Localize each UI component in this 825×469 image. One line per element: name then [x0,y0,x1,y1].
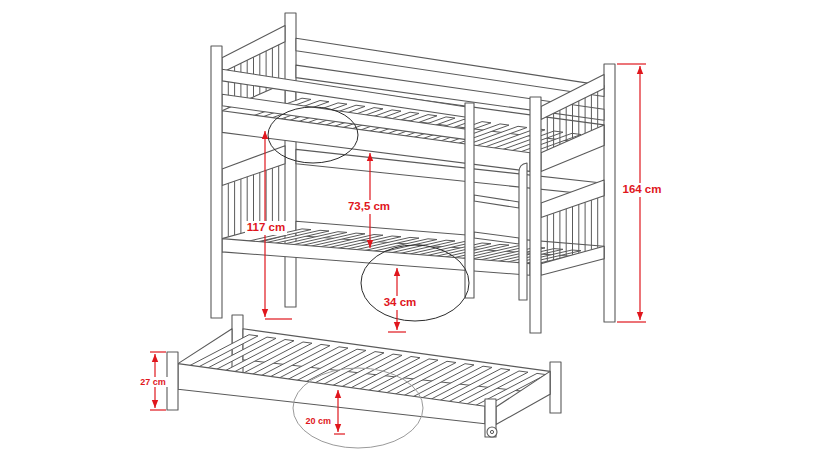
castor-hub [490,430,493,433]
detail-ellipse [293,368,423,448]
dimension-label: 73,5 cm [346,200,392,213]
end-slat [228,183,229,237]
extension-line [265,318,292,319]
trundle-board [496,371,550,424]
dimension-label: 117 cm [245,221,287,234]
ladder-rung [474,232,519,244]
end-slat [591,95,592,131]
end-slat [559,211,560,258]
detail-ellipse [268,107,358,163]
end-slat [272,168,273,225]
end-slat [591,200,592,250]
end-slat [278,166,279,223]
bed-post [285,13,296,307]
end-slat [547,215,548,262]
bed-post [604,64,615,322]
extension-line [617,63,646,64]
trundle-post [485,399,496,437]
guard-rail [222,94,470,140]
ladder-rail [465,103,474,298]
end-rail [541,246,604,275]
dimension-label: 164 cm [620,183,663,196]
end-slat [572,207,573,255]
end-slat [597,92,598,128]
end-rail [541,125,604,171]
dimension-label: 20 cm [303,416,333,426]
end-slat [234,181,235,235]
end-slat [578,101,579,136]
end-slat [547,116,548,149]
bed-post [211,46,222,318]
castor-wheel [487,427,497,437]
end-slat [259,173,260,229]
end-slat [585,202,586,251]
end-slat [578,205,579,254]
dimension-label: 27 cm [138,377,168,387]
end-slat [266,170,267,226]
trundle-board [178,364,485,424]
end-slat [585,98,586,133]
bed-post [530,97,541,333]
extension-line [150,409,166,410]
end-slat [597,198,598,248]
end-slat [259,54,260,94]
end-slat [553,213,554,260]
extension-line [617,321,646,322]
trundle-post [550,362,561,413]
end-slat [559,110,560,144]
extension-line [388,331,406,332]
end-slat [553,113,554,147]
end-slat [240,179,241,233]
ladder-rung [474,195,519,208]
end-slat [566,107,567,142]
extension-line [150,351,166,352]
ladder-rail [519,163,527,300]
dimension-line [337,390,338,432]
dimension-label: 34 cm [382,296,419,309]
end-slat [566,209,567,257]
trundle-post [167,352,178,410]
end-slat [572,104,573,139]
extension-line [334,433,345,434]
detail-ellipse [361,245,469,321]
